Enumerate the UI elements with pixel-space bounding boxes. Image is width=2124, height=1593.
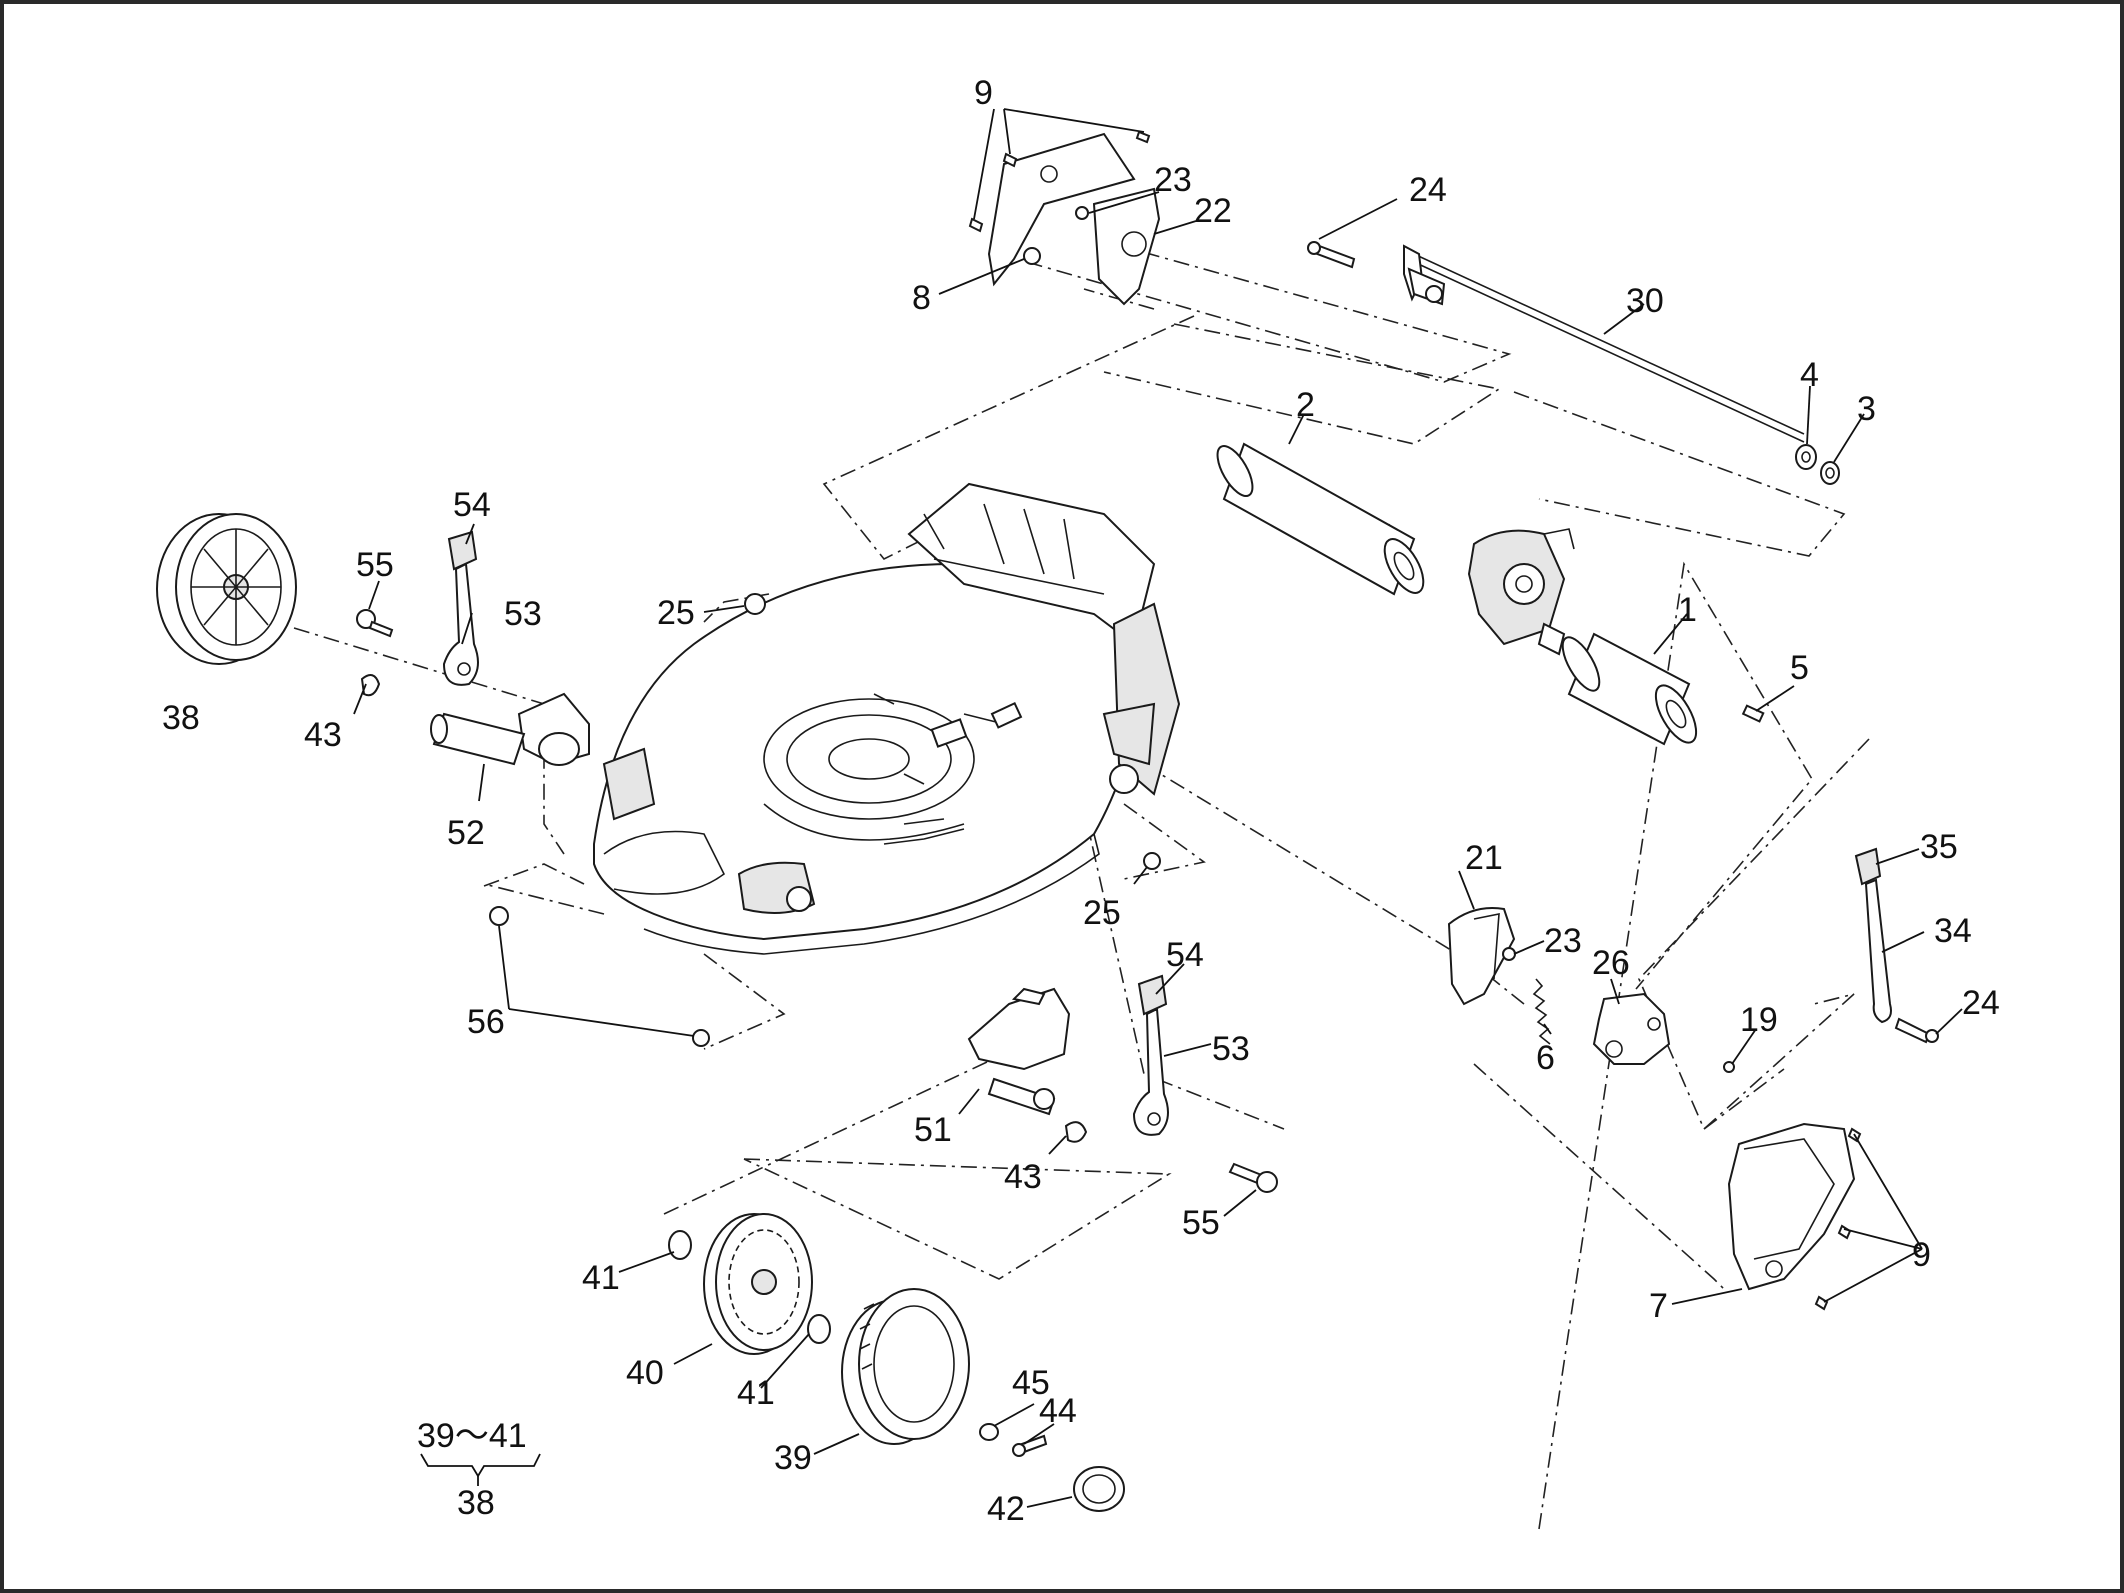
label-1: 1	[1678, 591, 1697, 629]
part-26-lever-plate	[1592, 992, 1671, 1065]
label-26: 26	[1592, 944, 1630, 982]
label-range-39-41: 39～41	[417, 1417, 527, 1455]
label-56: 56	[467, 1003, 505, 1041]
part-56-nuts	[489, 906, 710, 1047]
mower-deck	[593, 482, 1181, 955]
label-52: 52	[447, 814, 485, 852]
part-39-tire	[841, 1288, 970, 1445]
label-23-top: 23	[1154, 161, 1192, 199]
label-43-center: 43	[1004, 1158, 1042, 1196]
leader-lines	[353, 108, 1963, 1508]
part-53-54-lever-center	[1132, 974, 1169, 1136]
part-1-roller-tube	[1561, 632, 1698, 746]
label-35: 35	[1920, 828, 1958, 866]
label-8: 8	[912, 279, 931, 317]
label-4: 4	[1800, 356, 1819, 394]
label-42: 42	[987, 1490, 1025, 1528]
part-55-bolt-left	[356, 609, 394, 638]
label-25-left: 25	[657, 594, 695, 632]
label-23-right: 23	[1544, 922, 1582, 960]
label-21: 21	[1465, 839, 1503, 877]
label-9-top: 9	[974, 74, 993, 112]
label-6: 6	[1536, 1039, 1555, 1077]
part-23-screw-top	[1075, 206, 1089, 220]
label-41-bottom: 41	[737, 1374, 775, 1412]
label-19: 19	[1740, 1001, 1778, 1039]
label-45: 45	[1012, 1364, 1050, 1402]
label-3: 3	[1857, 390, 1876, 428]
label-2: 2	[1296, 386, 1315, 424]
label-24-right: 24	[1962, 984, 2000, 1022]
part-22-cover	[1092, 187, 1161, 306]
label-55-center: 55	[1182, 1204, 1220, 1242]
label-5: 5	[1790, 649, 1809, 687]
part-6-spring	[1532, 978, 1551, 1045]
part-19-screw	[1723, 1061, 1735, 1073]
washers-3-4	[1795, 444, 1840, 485]
part-34-35-lever-right	[1854, 847, 1939, 1044]
label-54-center: 54	[1166, 936, 1204, 974]
label-55-left: 55	[356, 546, 394, 584]
part-8-bracket	[987, 132, 1136, 287]
part-5-key	[1741, 704, 1765, 723]
label-53-left: 53	[504, 595, 542, 633]
part-43-clip-left	[360, 674, 381, 697]
label-25-center: 25	[1083, 894, 1121, 932]
label-24-top: 24	[1409, 171, 1447, 209]
part-43-clip-center	[1064, 1121, 1088, 1143]
part-labels: 9 23 22 8 24 30 2 4 3 1 5 54 55 53 25 38…	[162, 74, 2000, 1528]
part-53-54-lever-left	[442, 530, 479, 686]
part-7-cover	[1727, 1122, 1856, 1291]
part-51-height-adjuster	[967, 987, 1071, 1116]
gearbox	[1467, 528, 1575, 656]
part-24-pin-top	[1307, 241, 1356, 269]
parts-42-44-45	[979, 1423, 1125, 1512]
label-40: 40	[626, 1354, 664, 1392]
part-30-axle	[1403, 244, 1805, 443]
label-51: 51	[914, 1111, 952, 1149]
part-40-wheel-rim	[668, 1213, 831, 1355]
label-30: 30	[1626, 282, 1664, 320]
label-34: 34	[1934, 912, 1972, 950]
part-55-bolt-center	[1228, 1162, 1278, 1193]
label-44: 44	[1039, 1392, 1077, 1430]
label-53-center: 53	[1212, 1030, 1250, 1068]
diagram-canvas: 9 23 22 8 24 30 2 4 3 1 5 54 55 53 25 38…	[156, 74, 2000, 1530]
label-38-bottom: 38	[457, 1484, 495, 1522]
label-39: 39	[774, 1439, 812, 1477]
part-2-roller-tube	[1216, 442, 1425, 596]
part-23-screw-right	[1502, 947, 1516, 961]
assembly-lines	[293, 243, 1870, 1530]
label-7: 7	[1649, 1287, 1668, 1325]
label-43-left: 43	[304, 716, 342, 754]
label-54-left: 54	[453, 486, 491, 524]
part-9-bolts-top	[968, 130, 1151, 233]
part-38-wheel	[156, 513, 297, 665]
label-22: 22	[1194, 192, 1232, 230]
part-25-nuts	[744, 593, 1161, 870]
part-52-height-adjuster	[430, 692, 590, 766]
part-21-gear-housing	[1447, 907, 1516, 1006]
label-41-top: 41	[582, 1259, 620, 1297]
label-9-right: 9	[1912, 1236, 1931, 1274]
label-38-left: 38	[162, 699, 200, 737]
